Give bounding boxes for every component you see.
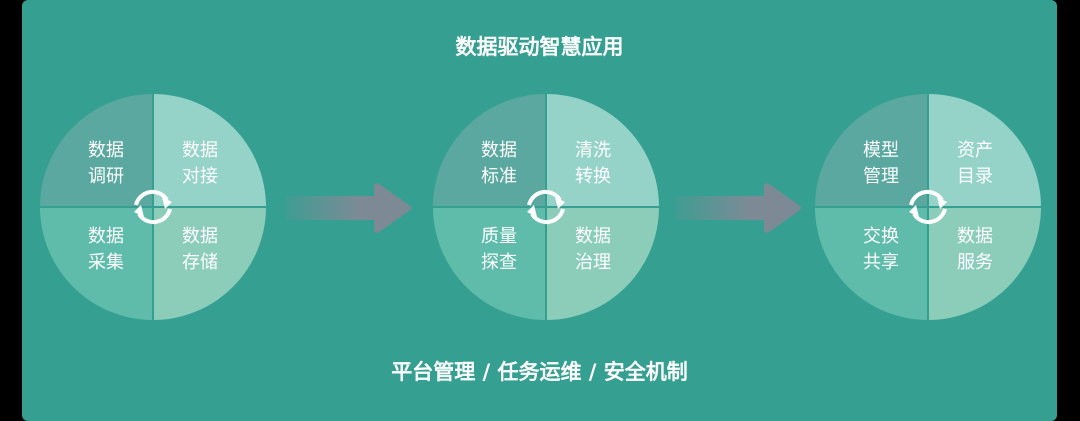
cycle-icon [527, 189, 565, 225]
quadrant-label: 模型管理 [863, 140, 899, 187]
quadrant-label: 数据治理 [575, 226, 611, 273]
quadrant-label: 数据存储 [182, 226, 218, 273]
quadrant-bottom-left: 数据采集 [40, 208, 152, 320]
arrow-right-icon [286, 183, 411, 233]
quadrant-top-right: 数据对接 [154, 94, 266, 206]
quadrant-bottom-right: 数据治理 [547, 208, 659, 320]
quadrant-top-left: 模型管理 [815, 94, 927, 206]
quadrant-label: 清洗转换 [575, 140, 611, 187]
arrow-right-icon [676, 183, 801, 233]
wheel-collection: 数据调研 数据对接 数据采集 数据存储 [40, 94, 266, 320]
quadrant-bottom-left: 交换共享 [815, 208, 927, 320]
quadrant-label: 数据服务 [957, 226, 993, 273]
quadrant-label: 数据标准 [481, 140, 517, 187]
quadrant-bottom-right: 数据服务 [929, 208, 1041, 320]
quadrant-label: 数据对接 [182, 140, 218, 187]
quadrant-top-left: 数据调研 [40, 94, 152, 206]
cycle-icon [134, 189, 172, 225]
quadrant-label: 质量探查 [481, 226, 517, 273]
wheel-services: 模型管理 资产目录 交换共享 数据服务 [815, 94, 1041, 320]
quadrant-top-right: 资产目录 [929, 94, 1041, 206]
top-title: 数据驱动智慧应用 [455, 35, 624, 59]
quadrant-top-right: 清洗转换 [547, 94, 659, 206]
quadrant-label: 数据调研 [88, 140, 124, 187]
diagram-panel: 数据驱动智慧应用 数据调研 数据对接 数据采集 数据存储 数据标准 清洗转换 质… [22, 0, 1057, 421]
wheel-governance: 数据标准 清洗转换 质量探查 数据治理 [433, 94, 659, 320]
quadrant-bottom-left: 质量探查 [433, 208, 545, 320]
quadrant-top-left: 数据标准 [433, 94, 545, 206]
cycle-icon [909, 189, 947, 225]
quadrant-bottom-right: 数据存储 [154, 208, 266, 320]
quadrant-label: 资产目录 [957, 140, 993, 187]
quadrant-label: 数据采集 [88, 226, 124, 273]
bottom-title: 平台管理 / 任务运维 / 安全机制 [391, 360, 688, 384]
quadrant-label: 交换共享 [863, 226, 899, 273]
